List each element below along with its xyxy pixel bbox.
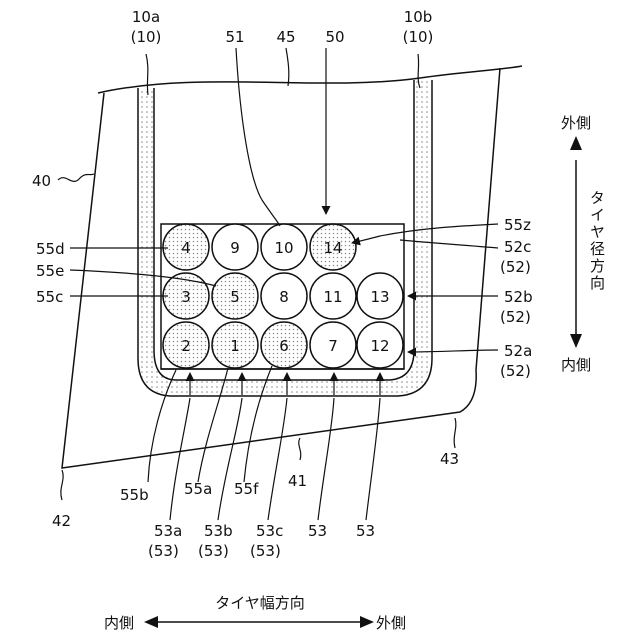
ref-55f: 55f — [234, 480, 259, 498]
ref-41: 41 — [288, 472, 307, 490]
ref-52b-paren: (52) — [500, 308, 531, 326]
ref-10b: 10b — [404, 8, 433, 26]
ref-10a-paren: (10) — [131, 28, 162, 46]
radial-outer-label: 外側 — [561, 114, 591, 132]
ref-55c: 55c — [36, 288, 63, 306]
ref-52a: 52a — [504, 342, 532, 360]
ref-53b-paren: (53) — [198, 542, 229, 560]
ref-42: 42 — [52, 512, 71, 530]
wire-number: 2 — [181, 337, 191, 355]
ref-40: 40 — [32, 172, 51, 190]
wire-number: 14 — [323, 239, 342, 257]
wire-number: 9 — [230, 239, 240, 257]
wire-number: 4 — [181, 239, 191, 257]
ref-53b: 53b — [204, 522, 233, 540]
width-axis-title: タイヤ幅方向 — [215, 594, 305, 612]
wire-number: 10 — [274, 239, 293, 257]
radial-axis-title: タイヤ径方向 — [588, 190, 606, 292]
width-outer-label: 外側 — [376, 614, 406, 632]
wire-number: 6 — [279, 337, 289, 355]
width-direction-indicator: タイヤ幅方向 内側 外側 — [104, 594, 406, 632]
ref-52a-paren: (52) — [500, 362, 531, 380]
ref-51: 51 — [225, 28, 244, 46]
width-inner-label: 内側 — [104, 614, 134, 632]
ref-52c: 52c — [504, 238, 531, 256]
ref-53c-paren: (53) — [250, 542, 281, 560]
wire-number: 8 — [279, 288, 289, 306]
ref-10b-paren: (10) — [403, 28, 434, 46]
wire-number: 5 — [230, 288, 240, 306]
ref-55d: 55d — [36, 240, 65, 258]
ref-53a: 53a — [154, 522, 182, 540]
ref-53a-paren: (53) — [148, 542, 179, 560]
ref-52b: 52b — [504, 288, 533, 306]
radial-direction-indicator: 外側 内側 タイヤ径方向 — [561, 114, 606, 374]
upper-boundary-line — [98, 66, 522, 93]
wire-number: 13 — [370, 288, 389, 306]
ref-53c: 53c — [256, 522, 283, 540]
wire-number: 3 — [181, 288, 191, 306]
radial-inner-label: 内側 — [561, 356, 591, 374]
wire-number: 11 — [323, 288, 342, 306]
ref-52c-paren: (52) — [500, 258, 531, 276]
wire-number: 7 — [328, 337, 338, 355]
ref-10a: 10a — [132, 8, 160, 26]
wire-number: 12 — [370, 337, 389, 355]
ref-43: 43 — [440, 450, 459, 468]
wire-number: 1 — [230, 337, 240, 355]
ref-53-2: 53 — [356, 522, 375, 540]
ref-55a: 55a — [184, 480, 212, 498]
ref-55z: 55z — [504, 216, 531, 234]
ref-50: 50 — [325, 28, 344, 46]
ref-55b: 55b — [120, 486, 149, 504]
ref-45: 45 — [276, 28, 295, 46]
ref-53-1: 53 — [308, 522, 327, 540]
ref-55e: 55e — [36, 262, 64, 280]
